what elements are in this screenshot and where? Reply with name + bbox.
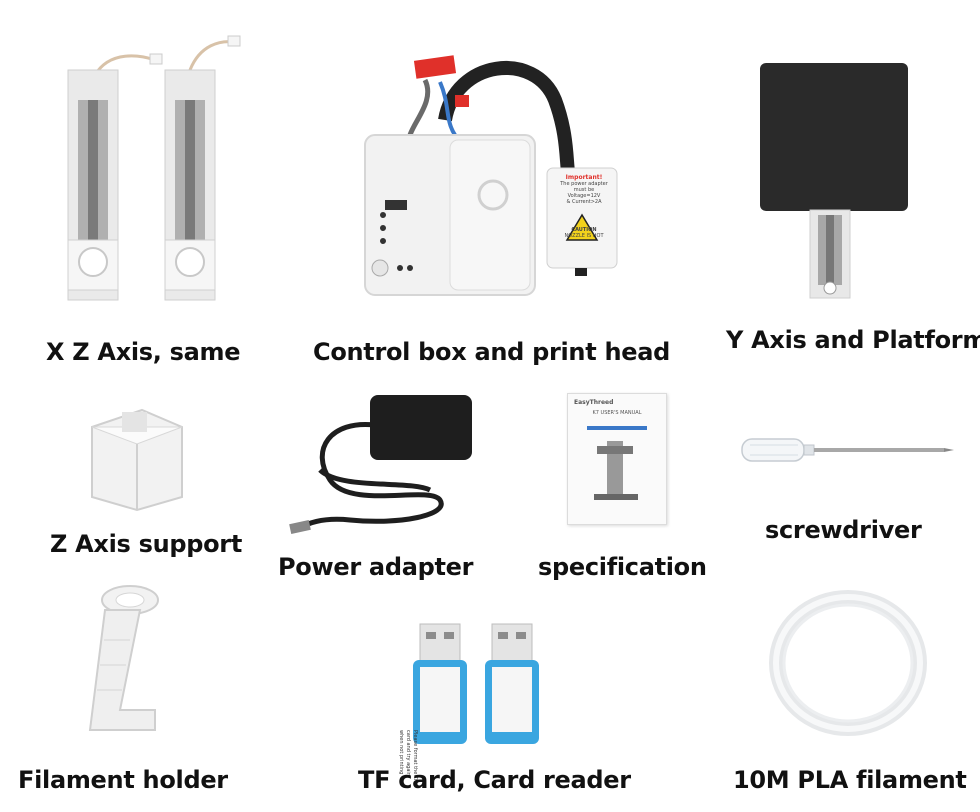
warning-sub: The power adapter must be	[560, 181, 608, 193]
current-text: & Current>2A	[566, 199, 602, 205]
spec-title: K7 USER'S MANUAL	[592, 410, 642, 416]
pla-filament-image	[769, 590, 927, 736]
specification-booklet: EasyThreed K7 USER'S MANUAL	[567, 393, 667, 525]
y-axis-platform-image	[760, 63, 908, 299]
spec-printer-illustration	[587, 426, 647, 500]
label-filament-holder: Filament holder	[18, 766, 228, 794]
label-pla-filament: 10M PLA filament	[733, 766, 967, 794]
xz-axis-rails-image	[67, 35, 241, 301]
caution-sub-text: NOZZLE IS HOT	[564, 233, 604, 239]
control-box-image	[364, 55, 618, 296]
caution-text: CAUTION	[571, 227, 597, 233]
card-reader-right-image	[485, 623, 539, 744]
label-specification: specification	[538, 553, 707, 581]
label-control-box: Control box and print head	[313, 338, 670, 366]
print-head-label: Important! The power adapter must be Vol…	[554, 174, 614, 240]
filament-holder-image	[88, 585, 159, 731]
spec-brand: EasyThreed	[574, 399, 614, 406]
label-xz-axis: X Z Axis, same	[46, 338, 241, 366]
warning-title: Important!	[565, 174, 603, 181]
screwdriver-image	[741, 438, 954, 462]
label-power-adapter: Power adapter	[278, 553, 474, 581]
label-y-axis: Y Axis and Platform	[726, 326, 980, 354]
card-reader-left-image	[413, 623, 467, 744]
label-z-support: Z Axis support	[50, 530, 243, 558]
label-screwdriver: screwdriver	[765, 516, 922, 544]
voltage-text: Voltage=12V	[567, 193, 601, 199]
label-tf-card: TF card, Card reader	[358, 766, 631, 794]
z-axis-support-image	[91, 408, 183, 512]
power-adapter-image	[289, 395, 472, 534]
